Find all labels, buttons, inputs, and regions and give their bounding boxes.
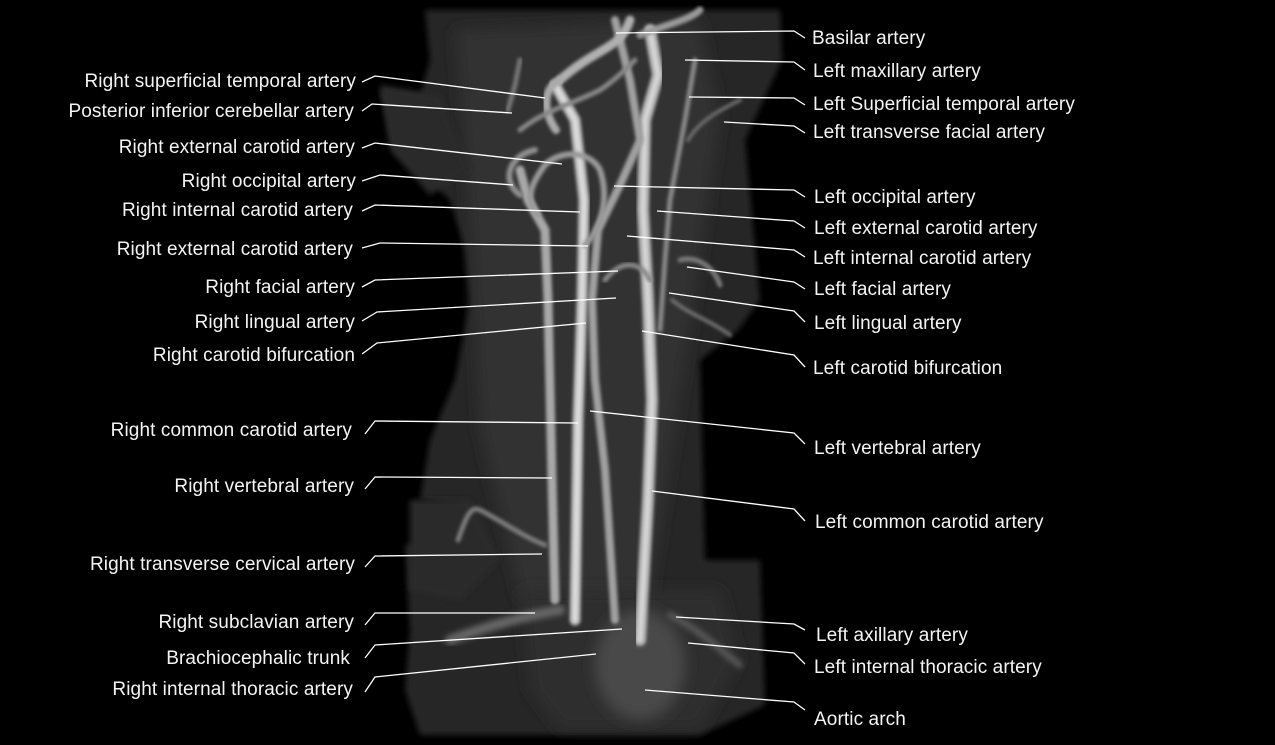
right-carotid-bifurcation-leader-line [361,322,587,355]
label-left-internal-carotid-artery: Left internal carotid artery [813,248,1032,269]
label-brachiocephalic-trunk: Brachiocephalic trunk [166,648,350,669]
label-left-internal-thoracic-artery: Left internal thoracic artery [814,657,1042,678]
label-right-internal-thoracic-artery: Right internal thoracic artery [112,679,353,700]
label-left-transverse-facial-artery: Left transverse facial artery [813,122,1046,143]
label-left-maxillary-artery: Left maxillary artery [813,61,981,82]
label-left-superficial-temporal-artery: Left Superficial temporal artery [813,94,1075,115]
right-occipital-artery-leader-line [361,174,514,186]
label-left-vertebral-artery: Left vertebral artery [814,438,981,459]
right-superficial-temporal-artery-leader-line [361,75,546,99]
right-lingual-artery-leader-line [361,297,617,322]
label-aortic-arch: Aortic arch [814,709,906,730]
right-subclavian-artery-leader-line [364,612,535,626]
left-internal-carotid-artery-leader-line [626,235,806,258]
left-vertebral-artery-leader-line [589,410,806,445]
left-internal-thoracic-artery-leader-line [687,642,806,665]
label-right-external-carotid-artery: Right external carotid artery [116,239,353,260]
left-superficial-temporal-artery-leader-line [688,96,806,106]
right-transverse-cervical-artery-leader-line [364,553,543,568]
label-right-occipital-artery: Right occipital artery [181,171,356,192]
basilar-artery-leader-line [615,30,806,39]
label-left-common-carotid-artery: Left common carotid artery [815,512,1044,533]
label-left-external-carotid-artery: Left external carotid artery [814,218,1038,239]
label-left-carotid-bifurcation: Left carotid bifurcation [813,358,1003,379]
left-external-carotid-artery-leader-line [656,210,806,229]
label-right-transverse-cervical-artery: Right transverse cervical artery [89,554,355,575]
right-vertebral-artery-leader-line [364,476,553,490]
label-right-subclavian-artery: Right subclavian artery [158,612,354,633]
left-facial-artery-leader-line [686,266,806,290]
arteries [445,6,743,668]
label-right-superficial-temporal-artery: Right superficial temporal artery [84,71,356,92]
right-external-carotid-artery-leader-line [361,242,589,249]
posterior-inferior-cerebellar-artery-leader-line [361,103,513,114]
label-right-external-carotid-artery: Right external carotid artery [118,137,355,158]
label-right-carotid-bifurcation: Right carotid bifurcation [152,345,355,366]
label-left-occipital-artery: Left occipital artery [814,187,976,208]
label-left-lingual-artery: Left lingual artery [814,313,962,334]
left-axillary-artery-leader-line [675,616,806,631]
left-common-carotid-artery-leader-line [651,490,806,522]
label-right-lingual-artery: Right lingual artery [194,312,355,333]
label-right-facial-artery: Right facial artery [205,277,355,298]
label-right-internal-carotid-artery: Right internal carotid artery [121,200,353,221]
label-right-vertebral-artery: Right vertebral artery [174,476,354,497]
label-basilar-artery: Basilar artery [812,28,926,49]
aortic-arch-leader-line [644,689,806,711]
label-left-axillary-artery: Left axillary artery [816,625,968,646]
label-left-facial-artery: Left facial artery [814,279,951,300]
label-posterior-inferior-cerebellar-artery: Posterior inferior cerebellar artery [68,101,354,122]
left-lingual-artery-leader-line [668,292,806,323]
right-facial-artery-leader-line [361,270,619,288]
left-carotid-bifurcation-leader-line [641,330,806,368]
right-internal-thoracic-artery-leader-line [364,653,597,693]
brachiocephalic-trunk-leader-line [364,628,623,659]
left-transverse-facial-artery-leader-line [723,121,806,134]
right-common-carotid-artery-leader-line [364,420,579,435]
left-maxillary-artery-leader-line [684,59,806,71]
leader-lines [361,30,806,711]
left-occipital-artery-leader-line [613,185,806,198]
right-internal-carotid-artery-leader-line [361,204,581,213]
label-right-common-carotid-artery: Right common carotid artery [110,420,352,441]
right-external-carotid-artery-leader-line [361,142,563,165]
